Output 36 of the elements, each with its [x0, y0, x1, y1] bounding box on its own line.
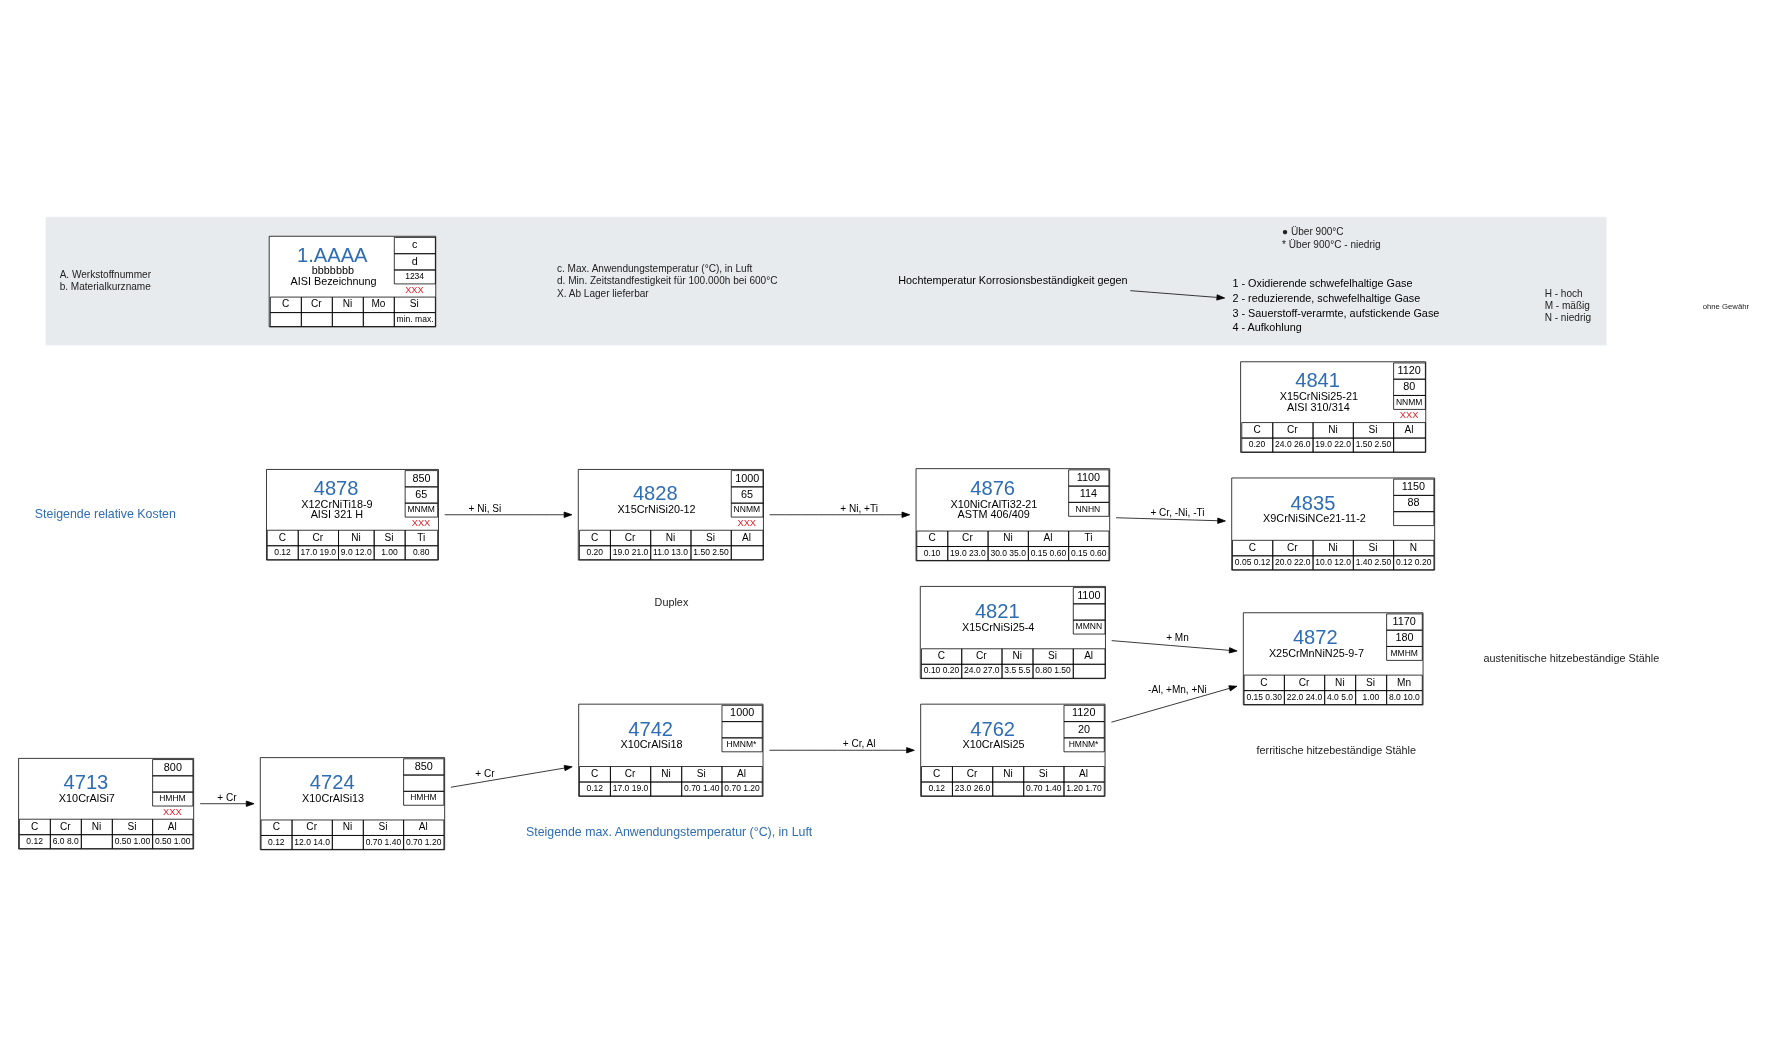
arrow — [450, 764, 573, 788]
label: A. Werkstoffnummer — [59, 268, 151, 280]
label: ferritische hitzebeständige Stähle — [1256, 743, 1417, 756]
label: ● Über 900°C — [1282, 225, 1344, 237]
label: Steigende max. Anwendungstemperatur (°C), in Luft — [526, 824, 813, 839]
node-text: 1 - Oxidierende schwefelhaltige Gase 2 - reduzierende, schwefelhaltige Gase 3 - Sauerstoff-verarmte, aufstickende Gase 4 - Aufkohlung — [1232, 276, 1440, 333]
label: b. Materialkurzname — [59, 280, 151, 292]
label: austenitische hitzebeständige Stähle — [1483, 651, 1660, 664]
arrow — [1111, 684, 1238, 723]
label: d. Min. Zeitstandfestigkeit für 100.000h bei 600°C — [556, 274, 778, 286]
label: M - mäßig — [1544, 299, 1590, 311]
label: ohne Gewähr — [1702, 301, 1750, 311]
label: Duplex — [654, 595, 689, 608]
edge-label: + Ni, Si — [468, 502, 502, 514]
edge-label: + Cr, -Ni, -Ti — [1150, 506, 1205, 518]
arrow — [1129, 289, 1226, 300]
label: H - hoch — [1544, 287, 1583, 299]
node-text: Hochtemperatur Korrosionsbeständigkeit gegen — [898, 273, 1128, 286]
edge-label: + Ni, +Ti — [840, 502, 878, 514]
cluster — [45, 216, 1607, 345]
label: c. Max. Anwendungstemperatur (°C), in Luft — [556, 262, 753, 274]
arrow — [444, 511, 573, 518]
label: N - niedrig — [1544, 311, 1592, 323]
label: * Über 900°C - niedrig — [1282, 238, 1381, 250]
edge-label: + Cr, Al — [842, 737, 876, 749]
label: X. Ab Lager lieferbar — [556, 287, 649, 299]
edge-label: + Cr — [475, 767, 495, 779]
arrow — [1115, 516, 1226, 524]
arrow — [1111, 639, 1238, 653]
arrow — [199, 800, 255, 807]
edge-label: -Al, +Mn, +Ni — [1148, 683, 1207, 695]
label: Steigende relative Kosten — [34, 506, 176, 521]
arrow — [769, 511, 911, 518]
arrow — [769, 746, 915, 753]
edge-label: + Mn — [1166, 631, 1189, 643]
edge-label: + Cr — [217, 791, 237, 803]
